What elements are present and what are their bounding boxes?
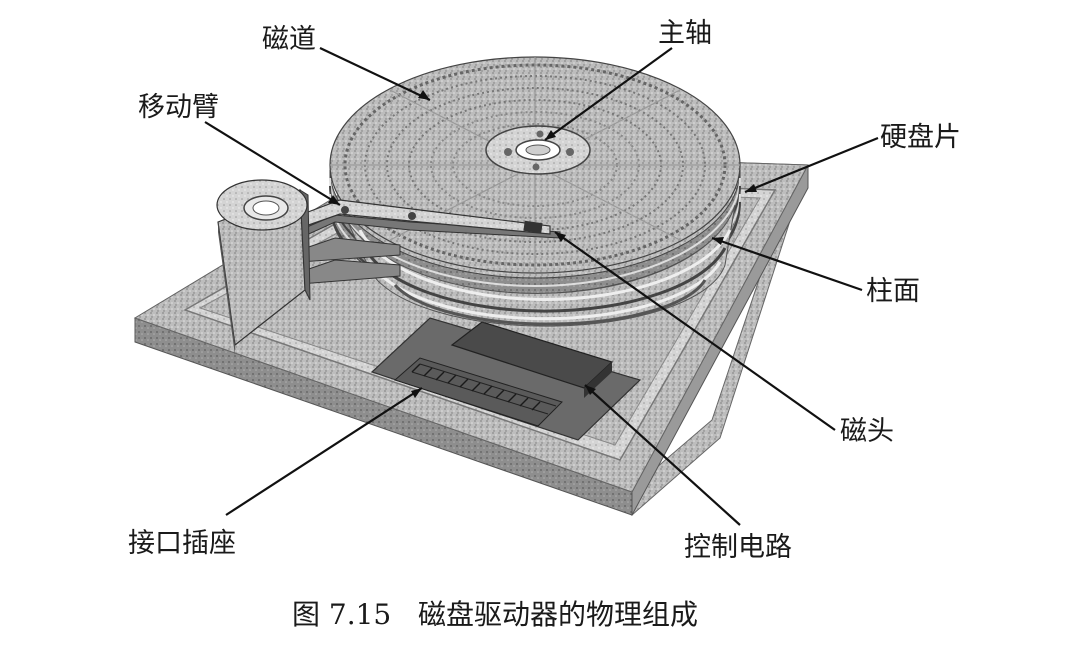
- label-circuit: 控制电路: [684, 532, 792, 563]
- label-cylinder: 柱面: [866, 276, 920, 307]
- platter-stack: [330, 57, 740, 326]
- spindle-hub: [486, 126, 590, 174]
- leader-track: [320, 48, 430, 100]
- label-connector: 接口插座: [128, 528, 236, 559]
- label-head: 磁头: [840, 416, 894, 447]
- figure-caption: 图 7.15 磁盘驱动器的物理组成: [292, 598, 698, 631]
- label-platter: 硬盘片: [880, 122, 961, 153]
- label-arm: 移动臂: [138, 92, 219, 123]
- label-track: 磁道: [262, 24, 316, 55]
- label-spindle: 主轴: [658, 18, 712, 49]
